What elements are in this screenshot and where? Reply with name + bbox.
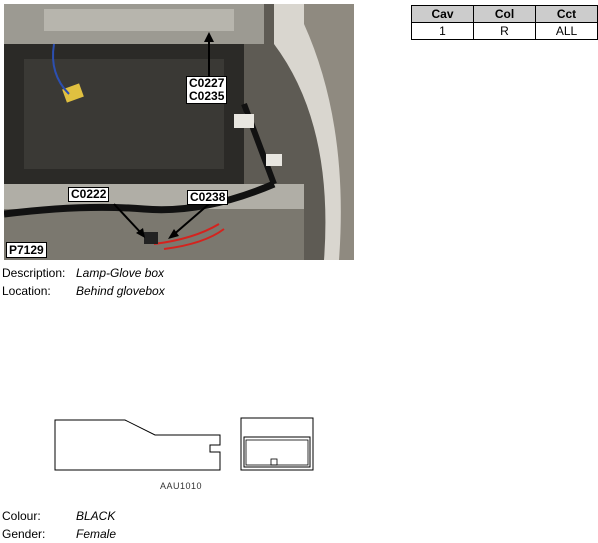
gender-value: Female	[76, 527, 117, 541]
photo-illustration	[4, 4, 354, 260]
label-c0238: C0238	[187, 190, 229, 205]
location-value: Behind glovebox	[76, 284, 165, 298]
cell-cav: 1	[411, 22, 474, 40]
colour-label: Colour:	[2, 509, 41, 523]
colour-value: BLACK	[76, 509, 116, 523]
location-label: Location:	[2, 284, 51, 298]
pinout-table: Cav Col Cct 1 R ALL	[411, 5, 598, 40]
header-cct: Cct	[535, 5, 598, 23]
drawing-code: AAU1010	[160, 481, 203, 491]
gender-label: Gender:	[2, 527, 46, 541]
gender-row: Gender: Female	[2, 527, 116, 541]
description-label: Description:	[2, 266, 66, 280]
description-value: Lamp-Glove box	[76, 266, 165, 280]
description-row: Description: Lamp-Glove box	[2, 266, 164, 280]
table-row: 1 R ALL	[411, 22, 598, 40]
connector-drawing	[54, 417, 314, 471]
location-row: Location: Behind glovebox	[2, 284, 165, 298]
photo-reference: P7129	[6, 242, 47, 258]
colour-row: Colour: BLACK	[2, 509, 115, 523]
label-c0227-c0235: C0227 C0235	[186, 76, 228, 104]
connector-location-photo: C0227 C0235 C0222 C0238 P7129	[4, 4, 354, 260]
cell-col: R	[473, 22, 536, 40]
header-col: Col	[473, 5, 536, 23]
table-header-row: Cav Col Cct	[411, 5, 598, 23]
cell-cct: ALL	[535, 22, 598, 40]
header-cav: Cav	[411, 5, 474, 23]
label-c0222: C0222	[68, 187, 110, 202]
